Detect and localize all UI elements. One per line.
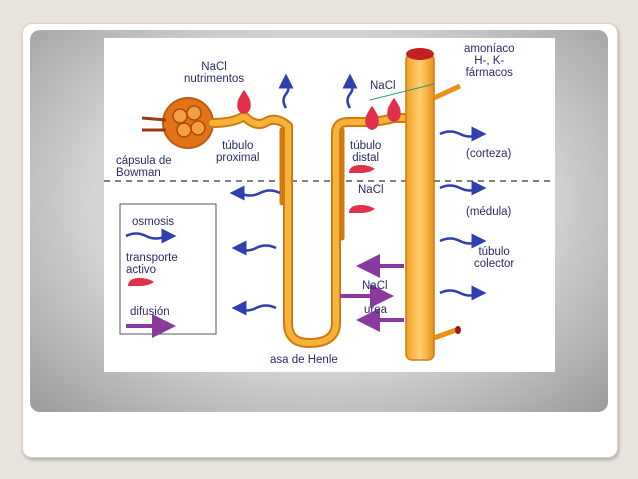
label-asa-henle: asa de Henle — [270, 354, 338, 366]
label-nacl-mid: NaCl — [358, 184, 384, 196]
nephron-drawing — [104, 48, 555, 361]
label-amoniaco: amoníaco H-, K- fármacos — [464, 43, 515, 79]
label-medula: (médula) — [466, 206, 512, 218]
label-tubulo-proximal: túbulo proximal — [216, 140, 260, 164]
label-tubulo-colector: túbulo colector — [474, 246, 515, 270]
bowman-capsule — [141, 97, 214, 149]
diffusion-arrows — [340, 254, 404, 332]
collecting-duct — [369, 48, 462, 361]
label-nacl-low: NaCl — [362, 280, 388, 292]
legend-active-label: transporte activo — [126, 252, 178, 276]
nephron-figure: NaCl nutrimentos NaCl amoníaco H-, K- fá… — [104, 38, 555, 372]
nephron-tubule — [207, 111, 409, 348]
label-nacl-nutrimentos: NaCl nutrimentos — [184, 61, 245, 85]
label-corteza: (corteza) — [466, 148, 512, 160]
label-capsula-bowman: cápsula de Bowman — [116, 155, 172, 179]
label-urea: urea — [364, 304, 388, 316]
label-nacl-top: NaCl — [370, 80, 396, 92]
label-tubulo-distal: túbulo distal — [350, 140, 382, 164]
legend-osmosis-label: osmosis — [132, 216, 175, 228]
legend-osmosis-swatch — [125, 228, 177, 244]
legend-active-swatch — [128, 278, 154, 286]
osmosis-arrows — [229, 73, 487, 316]
legend-diffusion-label: difusión — [130, 306, 170, 318]
legend-box — [119, 203, 217, 338]
active-transport-pumps — [237, 90, 401, 213]
